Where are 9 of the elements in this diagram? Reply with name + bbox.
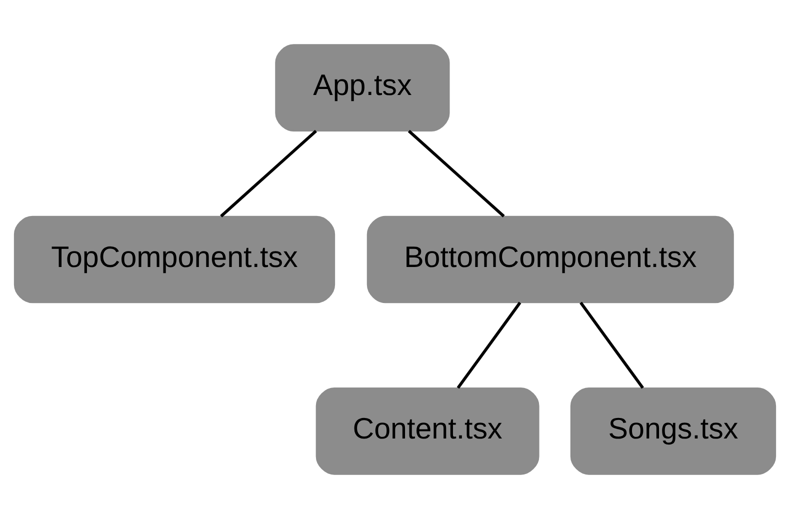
node-box: App.tsx bbox=[275, 44, 450, 131]
connector bbox=[456, 301, 522, 388]
node-box: TopComponent.tsx bbox=[14, 215, 336, 303]
connector bbox=[580, 301, 644, 388]
node-box: Content.tsx bbox=[316, 387, 540, 474]
connector bbox=[408, 129, 505, 217]
node-box: BottomComponent.tsx bbox=[366, 215, 734, 303]
node-box: Songs.tsx bbox=[570, 387, 776, 474]
connector bbox=[220, 129, 317, 217]
